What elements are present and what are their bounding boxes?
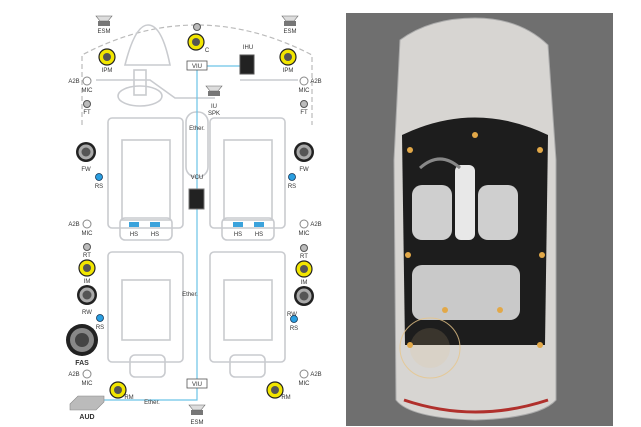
headrest-speaker-icon [254, 222, 264, 227]
headrest-speaker-icon [129, 222, 139, 227]
mic-label: MIC [82, 88, 94, 94]
ft-label: FT [83, 110, 91, 116]
im-speaker-icon [295, 260, 313, 278]
im-label: IM [301, 280, 308, 286]
tweeter-icon [300, 100, 308, 108]
mic-label: MIC [82, 231, 94, 237]
mic-icon [82, 76, 92, 86]
rm-label: RM [281, 395, 290, 401]
rs-label: RS [96, 325, 104, 331]
mic-icon [82, 369, 92, 379]
rear-tweeter-icon [83, 243, 91, 251]
rs-label: RS [288, 184, 296, 190]
sensor-icon [95, 173, 103, 181]
aud-label: AUD [79, 414, 94, 421]
center-label: C [205, 48, 210, 54]
a2b-label: A2B [68, 372, 79, 378]
viu-label: VIU [192, 64, 202, 70]
ether-label: Ether. [189, 126, 205, 132]
esm-label: ESM [190, 420, 203, 426]
ether-label: Ether. [182, 292, 198, 298]
ethernet-cable [92, 70, 198, 401]
sensor-icon [288, 173, 296, 181]
esm-label: ESM [283, 29, 296, 35]
esm-label: ESM [97, 29, 110, 35]
tweeter-icon [83, 100, 91, 108]
hs-label: HS [255, 232, 263, 238]
vcu-label: VCU [191, 175, 204, 181]
steering-wheel [96, 24, 298, 107]
hs-label: HS [151, 232, 159, 238]
amplifier-icon [69, 395, 105, 411]
rw-label: RW [82, 310, 92, 316]
hs-label: HS [234, 232, 242, 238]
a2b-label: A2B [68, 79, 79, 85]
a2b-label: A2B [68, 222, 79, 228]
viu-box [186, 378, 208, 389]
im-label: IM [84, 279, 91, 285]
ihu-unit-icon [239, 54, 255, 75]
cabin-outline [81, 24, 313, 125]
mic-label: MIC [299, 381, 311, 387]
esm-speaker-icon [188, 404, 206, 416]
mic-icon [82, 219, 92, 229]
fw-label: FW [299, 167, 309, 173]
fas-label: FAS [75, 360, 89, 367]
sensor-icon [290, 315, 298, 323]
mic-label: MIC [82, 381, 94, 387]
viu-box [186, 60, 208, 71]
front-woofer-icon [294, 142, 314, 162]
a2b-label: A2B [310, 222, 321, 228]
hs-label: HS [130, 232, 138, 238]
car-top-view-photo [346, 13, 613, 426]
seats [107, 117, 286, 378]
ipm-speaker-icon [98, 48, 116, 66]
rear-woofer-icon [77, 285, 97, 305]
ipm-label: IPM [102, 68, 113, 74]
mic-icon [299, 219, 309, 229]
esm-speaker-icon [95, 15, 113, 27]
spk-label: SPK [208, 111, 220, 117]
esm-speaker-icon [281, 15, 299, 27]
ipm-label: IPM [283, 68, 294, 74]
a2b-label: A2B [310, 79, 321, 85]
rt-label: RT [300, 254, 308, 260]
ether-label: Ether. [144, 400, 160, 406]
rs-label: RS [290, 326, 298, 332]
vcu-unit-icon [188, 188, 205, 210]
rear-tweeter-icon [300, 244, 308, 252]
sensor-icon [96, 314, 104, 322]
rw-label: RW [287, 312, 297, 318]
front-woofer-icon [76, 142, 96, 162]
center-speaker-icon [187, 33, 205, 51]
headrest-speaker-icon [150, 222, 160, 227]
iu-speaker-icon [205, 85, 223, 97]
tweeter-icon [193, 23, 201, 31]
viu-label: VIU [192, 382, 202, 388]
rm-label: RM [124, 395, 133, 401]
rear-woofer-icon [294, 286, 314, 306]
ft-label: FT [300, 110, 308, 116]
im-speaker-icon [78, 259, 96, 277]
fw-label: FW [81, 167, 91, 173]
iu-label: IU [211, 104, 217, 110]
mic-label: MIC [299, 231, 311, 237]
headrest-speaker-icon [233, 222, 243, 227]
a2b-label: A2B [310, 372, 321, 378]
rt-label: RT [83, 253, 91, 259]
mic-label: MIC [299, 88, 311, 94]
mic-icon [299, 369, 309, 379]
fas-subwoofer-icon [66, 324, 98, 356]
ihu-label: IHU [243, 45, 253, 51]
rs-label: RS [95, 184, 103, 190]
mic-icon [299, 76, 309, 86]
ipm-speaker-icon [279, 48, 297, 66]
